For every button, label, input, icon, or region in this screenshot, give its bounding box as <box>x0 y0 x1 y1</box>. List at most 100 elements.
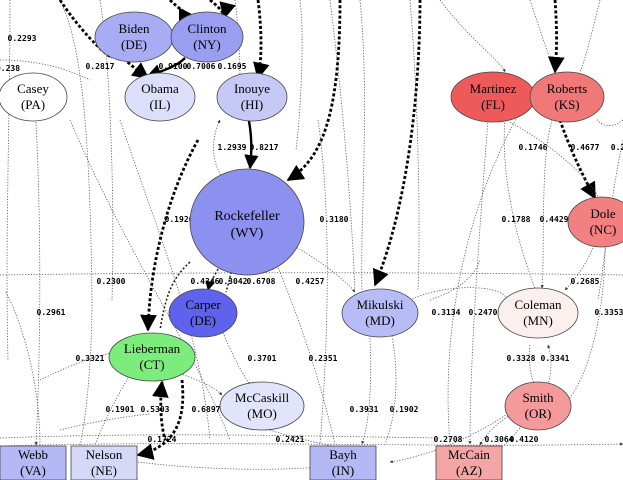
node-mikulski[interactable]: Mikulski (MD) <box>341 288 419 338</box>
edge-label: 0.3134 <box>432 308 461 317</box>
edge <box>564 234 599 291</box>
edge <box>409 287 509 301</box>
node-bayh[interactable]: Bayh (IN) <box>309 445 377 480</box>
edge-label: 0.4257 <box>296 277 325 286</box>
edge-label: 0.2470 <box>469 308 498 317</box>
node-name: Smith <box>522 390 554 405</box>
node-name: McCain <box>448 447 490 462</box>
edge <box>159 261 191 331</box>
node-name: Webb <box>18 447 48 462</box>
edge-label: 0.3064 <box>485 435 514 444</box>
node-state: (NY) <box>193 37 220 52</box>
edge <box>151 380 169 441</box>
edge <box>0 434 441 439</box>
edge-label: 0.3931 <box>350 405 379 414</box>
node-dole[interactable]: Dole (NC) <box>567 196 623 248</box>
edge-label: 0.3341 <box>541 354 570 363</box>
node-state: (MO) <box>247 406 277 421</box>
edge <box>136 379 185 460</box>
node-name: Mikulski <box>357 297 404 312</box>
node-name: Dole <box>590 206 616 221</box>
edge <box>137 461 336 470</box>
edge <box>225 267 233 293</box>
node-name: Obama <box>141 81 179 96</box>
node-rockefeller[interactable]: Rockefeller (WV) <box>189 168 305 276</box>
node-martinez[interactable]: Martinez (FL) <box>450 71 536 123</box>
edge <box>529 0 556 73</box>
node-casey[interactable]: Casey (PA) <box>0 72 68 122</box>
edge <box>329 0 356 291</box>
edge <box>439 0 506 73</box>
edge <box>547 0 565 74</box>
edge <box>34 121 41 446</box>
edges <box>0 0 623 470</box>
edge <box>359 0 365 291</box>
edge <box>94 377 129 446</box>
node-state: (HI) <box>241 97 263 112</box>
edge-label: 0.3353 <box>595 308 623 317</box>
edge-label: 0.5303 <box>141 405 170 414</box>
node-state: (DE) <box>121 37 147 52</box>
node-roberts[interactable]: Roberts (KS) <box>529 71 605 123</box>
node-state: (NE) <box>91 463 117 478</box>
edge <box>69 119 231 441</box>
node-state: (MN) <box>523 313 553 328</box>
edge-label: 0.2300 <box>97 277 126 286</box>
edge-label: 0.2 <box>611 143 623 152</box>
edge-label: 0.1695 <box>218 62 247 71</box>
edge-label: 0.1926 <box>165 215 194 224</box>
node-state: (MD) <box>365 313 395 328</box>
edge-label: 0.238 <box>0 64 20 73</box>
node-biden[interactable]: Biden (DE) <box>94 11 174 63</box>
node-inouye[interactable]: Inouye (HI) <box>216 72 288 122</box>
node-state: (DE) <box>190 313 216 328</box>
node-webb[interactable]: Webb (VA) <box>0 445 67 480</box>
node-coleman[interactable]: Coleman (MN) <box>497 287 579 339</box>
node-name: Bayh <box>329 447 357 462</box>
edge-label: 0.4429 <box>540 215 569 224</box>
node-mccain[interactable]: McCain (AZ) <box>435 445 503 480</box>
edge <box>468 119 489 445</box>
edge <box>59 413 151 431</box>
edge <box>499 427 521 449</box>
node-clinton[interactable]: Clinton (NY) <box>170 11 244 63</box>
edge-label: 0.1746 <box>519 143 548 152</box>
edge-label: 0.4677 <box>571 143 600 152</box>
node-name: McCaskill <box>235 390 290 405</box>
node-name: Lieberman <box>124 341 181 356</box>
edge-label: 0.1788 <box>502 215 531 224</box>
edge <box>5 291 41 446</box>
edge <box>221 329 251 386</box>
edge-label: 0.1724 <box>148 435 177 444</box>
node-carper[interactable]: Carper (DE) <box>168 288 238 338</box>
edge <box>59 0 93 446</box>
node-name: Carper <box>185 297 221 312</box>
edge-label: 0.3701 <box>248 354 277 363</box>
node-mccaskill[interactable]: McCaskill (MO) <box>219 381 305 431</box>
edge-label: 0.2685 <box>571 277 600 286</box>
edge <box>479 414 511 446</box>
edge-label: 0.4120 <box>510 435 539 444</box>
edge <box>0 59 91 81</box>
node-smith[interactable]: Smith (OR) <box>504 381 572 431</box>
edge <box>253 0 270 80</box>
node-lieberman[interactable]: Lieberman (CT) <box>108 332 196 382</box>
edge <box>295 0 303 151</box>
edge-label: 0.1901 <box>106 405 135 414</box>
node-nelson[interactable]: Nelson (NE) <box>70 445 138 480</box>
edge <box>213 119 233 189</box>
edge-label: 0.3180 <box>320 215 349 224</box>
node-obama[interactable]: Obama (IL) <box>124 72 196 122</box>
edge <box>0 272 623 276</box>
edge-label: 0.3321 <box>76 354 105 363</box>
node-state: (FL) <box>481 97 505 112</box>
node-name: Inouye <box>234 81 270 96</box>
edge <box>503 119 536 289</box>
node-name: Nelson <box>86 447 123 462</box>
edge <box>291 244 356 293</box>
node-name: Roberts <box>547 81 587 96</box>
node-state: (WV) <box>231 226 264 241</box>
node-state: (IL) <box>150 97 171 112</box>
edge-label: 0.6708 <box>247 277 276 286</box>
